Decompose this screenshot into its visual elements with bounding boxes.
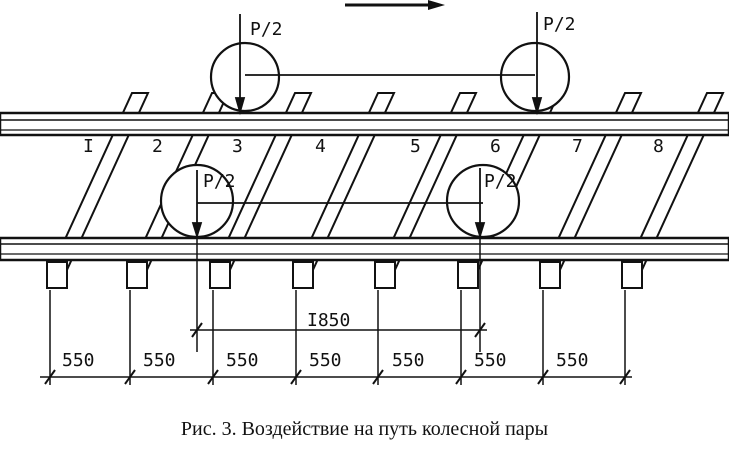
sleeper-number-7: 7 [572,136,583,157]
spacing-label-3: 550 [226,350,259,371]
sleeper-number-3: 3 [232,136,243,157]
top-rail [0,111,729,137]
sleeper-end-5 [374,261,396,289]
load-arrows [191,12,543,240]
top-wheel-left [209,41,281,113]
wheelbase-label: I850 [307,310,350,331]
sleeper-end-7 [539,261,561,289]
load-label-bottom-right: P/2 [484,171,517,192]
figure-caption: Рис. 3. Воздействие на путь колесной пар… [180,418,549,440]
dimension-lines [40,237,632,385]
sleeper-end-2 [126,261,148,289]
load-label-top-left: P/2 [250,19,283,40]
sleeper-number-8: 8 [653,136,664,157]
spacing-labels: 550 550 550 550 550 550 550 [62,350,589,371]
bottom-rail [0,236,729,262]
sleeper-number-1: I [83,136,94,157]
sleeper-number-6: 6 [490,136,501,157]
spacing-label-1: 550 [62,350,95,371]
sleeper-number-2: 2 [152,136,163,157]
sleeper-ends [46,261,643,289]
spacing-label-5: 550 [392,350,425,371]
wheelbase-tick-right [474,322,486,338]
direction-arrow [345,0,445,10]
load-label-top-right: P/2 [543,14,576,35]
spacing-label-2: 550 [143,350,176,371]
spacing-label-4: 550 [309,350,342,371]
sleeper-end-1 [46,261,68,289]
sleeper-number-5: 5 [410,136,421,157]
sleeper-end-4 [292,261,314,289]
load-label-bottom-left: P/2 [203,171,236,192]
sleeper-numbers: I 2 3 4 5 6 7 8 [83,136,664,157]
top-wheel-right [499,41,571,113]
sleeper-end-6 [457,261,479,289]
sleeper-end-8 [621,261,643,289]
sleeper-end-3 [209,261,231,289]
bottom-wheel-right [445,163,521,239]
sleeper-number-4: 4 [315,136,326,157]
spacing-label-6: 550 [474,350,507,371]
spacing-label-7: 550 [556,350,589,371]
wheelbase-tick-left [191,322,203,338]
